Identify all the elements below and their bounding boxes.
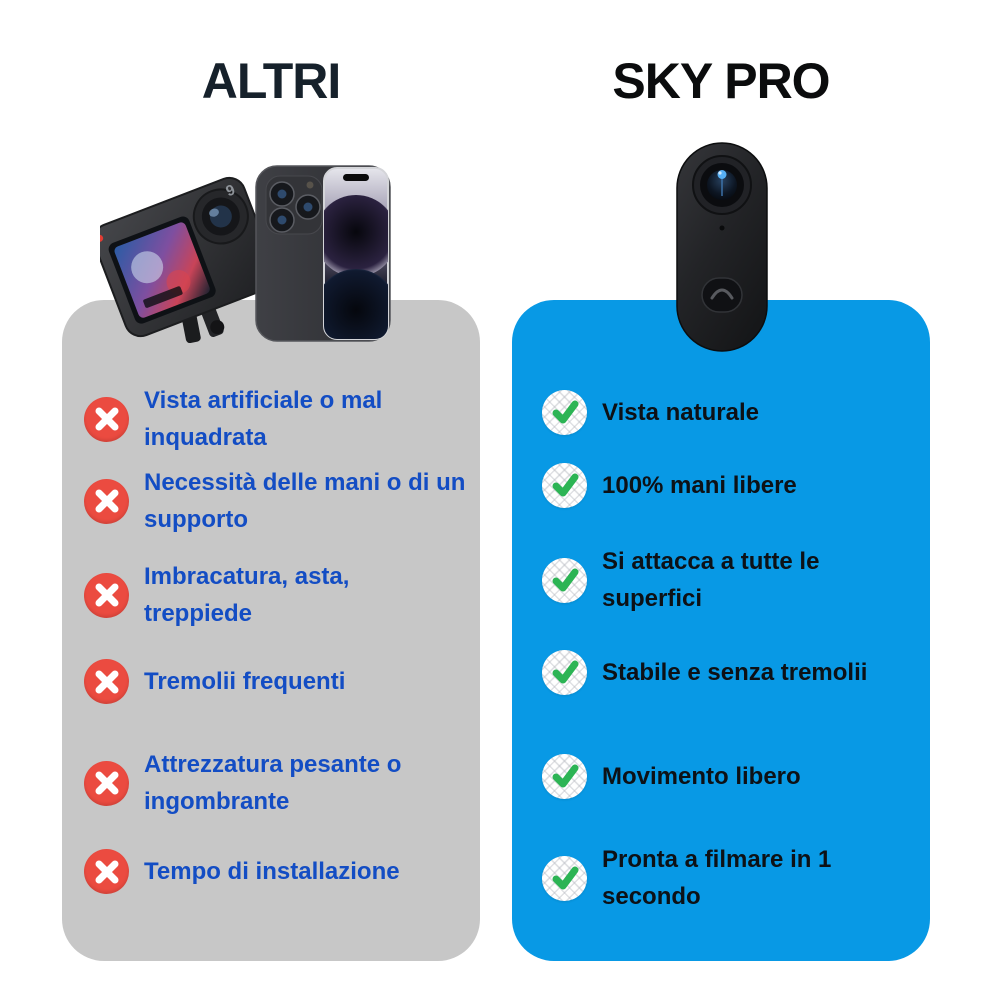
check-icon [542, 754, 587, 799]
check-icon [542, 855, 587, 901]
altri-item-text: Attrezzatura pesante o ingombrante [144, 751, 402, 815]
skypro-item-text: Vista naturale [602, 399, 759, 426]
altri-item-row: Attrezzatura pesante o ingombrante [84, 746, 401, 820]
sky-pro-camera-image [676, 142, 768, 352]
altri-item-text: Imbracatura, asta, treppiede [144, 563, 350, 627]
skypro-item-row: Vista naturale [542, 390, 759, 435]
skypro-item-text: 100% mani libere [602, 472, 797, 499]
check-icon [542, 390, 587, 435]
x-icon [84, 478, 129, 524]
action-camera: 9 [100, 176, 278, 343]
altri-item-text: Necessità delle mani o di un supporto [144, 469, 466, 533]
column-title-altri: ALTRI [201, 53, 341, 109]
microphone-hole [719, 225, 725, 231]
altri-item-text: Tremolii frequenti [144, 668, 346, 695]
smartphone [255, 165, 391, 342]
skypro-card: Vista naturale 100% mani libere Si attac… [512, 300, 930, 961]
skypro-item-text: Movimento libero [602, 763, 801, 790]
skypro-item-text: Stabile e senza tremolii [602, 659, 868, 686]
altri-item-row: Vista artificiale o mal inquadrata [84, 382, 382, 456]
skypro-item-row: Movimento libero [542, 754, 801, 799]
skypro-item-row: 100% mani libere [542, 463, 797, 508]
skypro-item-text: Si attacca a tutte le superfici [602, 548, 820, 612]
x-icon [84, 760, 129, 806]
altri-item-row: Tremolii frequenti [84, 659, 345, 704]
smartphone-screen [323, 167, 389, 340]
column-title-skypro: SKY PRO [612, 53, 830, 109]
altri-item-row: Imbracatura, asta, treppiede [84, 558, 349, 632]
altri-item-row: Necessità delle mani o di un supporto [84, 464, 465, 538]
check-icon [542, 650, 587, 695]
altri-card: Vista artificiale o mal inquadrata Neces… [62, 300, 480, 961]
check-icon [542, 463, 587, 508]
x-icon [84, 572, 129, 618]
skypro-item-row: Stabile e senza tremolii [542, 650, 867, 695]
action-camera-and-smartphone-image: 9 [100, 165, 391, 343]
check-icon [542, 557, 587, 603]
altri-item-text: Vista artificiale o mal inquadrata [144, 387, 383, 451]
altri-item-text: Tempo di installazione [144, 858, 400, 885]
sky-pro-camera-body [676, 142, 768, 352]
skypro-item-row: Pronta a filmare in 1 secondo [542, 841, 831, 915]
x-icon [84, 849, 129, 894]
skypro-item-row: Si attacca a tutte le superfici [542, 543, 819, 617]
x-icon [84, 659, 129, 704]
altri-item-row: Tempo di installazione [84, 849, 400, 894]
x-icon [84, 396, 129, 442]
camera-lens [692, 155, 752, 215]
device-button [701, 277, 743, 313]
skypro-item-text: Pronta a filmare in 1 secondo [602, 846, 832, 910]
